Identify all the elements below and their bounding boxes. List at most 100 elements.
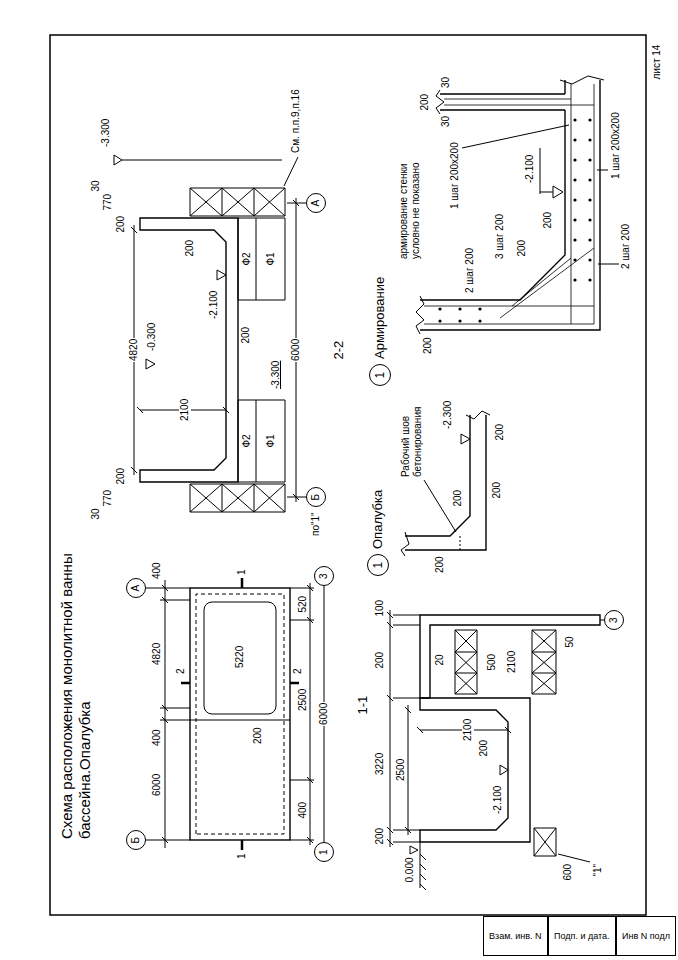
node-text: А: [130, 585, 142, 592]
axis-bubble: Б: [126, 830, 146, 850]
level-marks: [114, 155, 282, 369]
dimension-text: 770: [102, 489, 114, 508]
dimension-text: 400: [151, 561, 163, 580]
rebar-dots: [438, 118, 591, 322]
footing-mark: Ф2: [241, 251, 253, 266]
node-text: 3: [318, 573, 330, 579]
axis-bubble: А: [126, 578, 146, 598]
dimension-text: 2100: [462, 718, 474, 742]
dimension-text: 200: [494, 423, 506, 442]
axis-bubble: 3: [314, 566, 334, 586]
dimension-text: 200: [184, 239, 196, 258]
pool-section: [420, 698, 530, 842]
detail-callout: 1Армирование: [369, 364, 391, 386]
plan-outline: [190, 588, 290, 840]
rebar-label: 1 шаг 200х200: [449, 141, 461, 210]
dimension-text: 100: [374, 599, 386, 618]
reinforcement-detail: [420, 80, 600, 330]
dimension-text: 6000: [290, 338, 302, 362]
section-mark: 2: [175, 667, 187, 675]
dimension-text: 200: [434, 555, 446, 574]
dimension-text: 2500: [395, 758, 407, 782]
sheet-number: лист 14: [651, 44, 663, 81]
dimension-text: 2500: [297, 688, 309, 712]
dimension-text: 200: [252, 726, 264, 745]
level-marks: [461, 434, 470, 444]
dimension-text: 200: [452, 489, 464, 508]
dimension-text: 3220: [374, 752, 386, 776]
footing-mark: Ф1: [265, 251, 277, 266]
footings: [238, 218, 285, 482]
footing-mark: Ф2: [241, 433, 253, 448]
dimension-text: 2100: [506, 650, 518, 674]
dimension-text: 200: [240, 326, 252, 345]
level-mark: -0.300: [146, 322, 158, 352]
node-text: Взам. инв. N: [489, 931, 542, 942]
masonry-blocks: [190, 484, 285, 512]
sheet-frame: [50, 35, 646, 915]
node-text: А: [310, 200, 322, 207]
dimension-text: 5220: [234, 645, 246, 669]
wall-section: [420, 615, 600, 698]
rebar-label: 2 шаг 200: [464, 247, 476, 294]
axis-bubble: 3: [604, 610, 624, 630]
dimension-text: 500: [486, 653, 498, 672]
level-marks: [540, 148, 563, 198]
section-marks: [181, 578, 299, 850]
masonry-blocks: [190, 188, 285, 216]
section-mark: 1: [236, 568, 248, 576]
dimension-text: 50: [564, 635, 576, 648]
section-mark: 1: [236, 852, 248, 860]
rebar-label: 1 шаг 200х200: [610, 111, 622, 180]
detail-heading: Армирование: [372, 277, 388, 359]
stamp-cell: Подп. и дата.: [548, 916, 616, 956]
axis-bubble: Б: [306, 487, 326, 507]
dimension-text: 600: [562, 863, 574, 882]
rebar-label: 2 шаг 200: [620, 223, 632, 270]
level-mark: 0.000: [404, 856, 416, 883]
stamp-cell: Инв N подл: [616, 916, 676, 956]
dimension-text: 200: [478, 739, 490, 758]
dimension-text: 520: [297, 595, 309, 614]
linework: [50, 35, 646, 915]
section-title: 1-1: [355, 695, 370, 716]
axis-bubble: 1: [314, 842, 334, 862]
detail-callout: 1Опалубка: [367, 554, 389, 576]
dimension-text: 6000: [318, 702, 330, 726]
level-mark: -2.100: [492, 785, 504, 815]
node-text: 1: [373, 372, 387, 379]
dimension-text: 200: [115, 467, 127, 486]
node-text: 3: [608, 617, 620, 623]
pool-section: [140, 218, 238, 482]
dimension-text: 30: [440, 115, 452, 128]
break-lines: [416, 76, 604, 334]
node-text: Б: [130, 837, 142, 844]
axis-bubble: А: [306, 193, 326, 213]
dimension-text: 400: [151, 728, 163, 747]
node-text: 1: [371, 562, 385, 569]
dimension-text: 200: [491, 481, 503, 500]
masonry-blocks: [532, 630, 556, 694]
masonry-blocks: [534, 828, 556, 856]
node-text: Б: [310, 494, 322, 501]
dimension-text: 400: [297, 801, 309, 820]
note-text: Рабочий шов бетонирования: [400, 396, 424, 478]
dimension-text: 200: [115, 215, 127, 234]
dimension-text: 200: [374, 827, 386, 846]
construction-joint: [460, 536, 461, 550]
rebar-label: 3 шаг 200: [494, 213, 506, 260]
ground-line: [420, 842, 426, 890]
level-mark: -2.300: [442, 400, 454, 430]
dimension-text: 4820: [128, 338, 140, 362]
section-title: 2-2: [331, 340, 346, 361]
level-mark: -3.300: [100, 118, 112, 148]
plan-dashed: [196, 594, 284, 834]
stamp-cell: Взам. инв. N: [483, 916, 548, 956]
dimension-lines: [131, 198, 306, 502]
level-marks: [410, 765, 508, 854]
dimension-text: 30: [440, 76, 452, 89]
masonry-blocks: [455, 630, 477, 694]
dimension-text: 770: [102, 193, 114, 212]
